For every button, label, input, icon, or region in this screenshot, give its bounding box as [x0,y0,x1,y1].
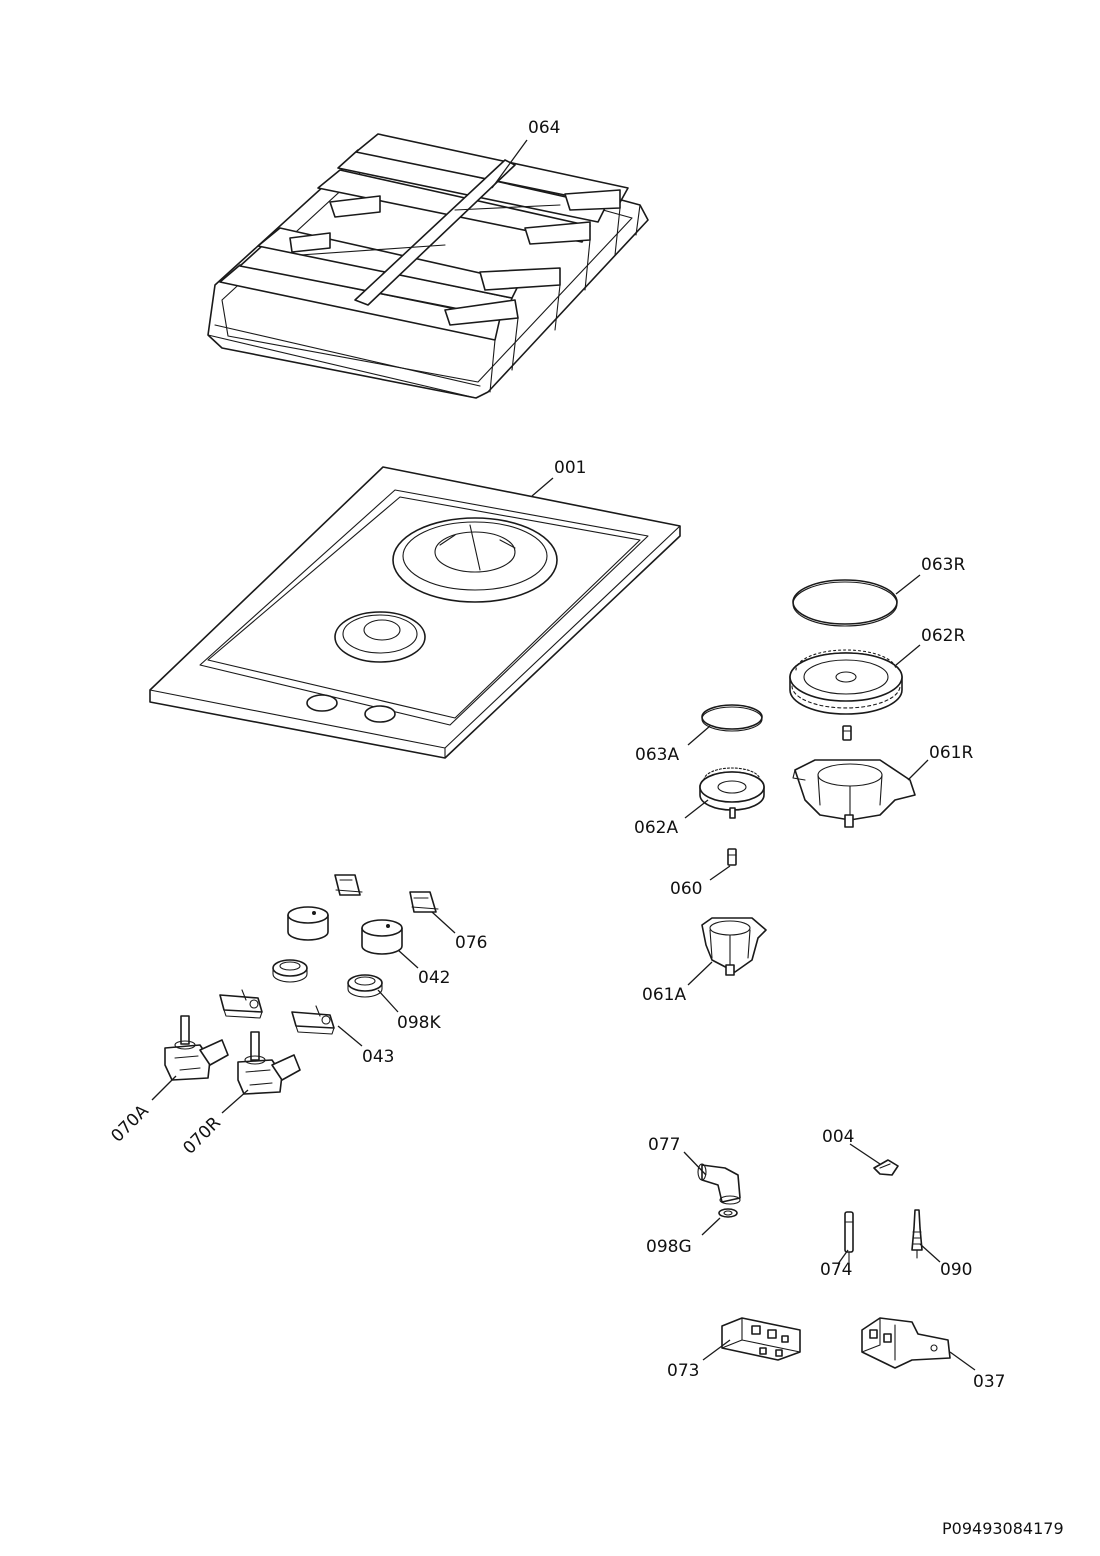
callout-037: 037 [973,1372,1005,1392]
callout-074: 074 [820,1260,852,1280]
callout-076: 076 [455,933,487,953]
callout-043: 043 [362,1047,394,1067]
microswitch-right [291,1005,335,1035]
ignition-generator [721,1317,801,1361]
callout-062A: 062A [634,818,678,838]
terminal-block [861,1317,951,1369]
callout-060: 060 [670,879,702,899]
callout-098K: 098K [397,1013,441,1033]
callout-061R: 061R [929,743,973,763]
callout-077: 077 [648,1135,680,1155]
control-knob-left [287,906,329,941]
callout-061A: 061A [642,985,686,1005]
gas-inlet-elbow [697,1163,741,1205]
burner-body-small [701,917,767,976]
knob-seal-left [272,959,308,983]
callout-042: 042 [418,968,450,988]
callout-004: 004 [822,1127,854,1147]
burner-cap-small [701,704,763,732]
gas-tap-right [237,1031,301,1095]
callout-001: 001 [554,458,586,478]
callout-063A: 063A [635,745,679,765]
thermocouple [844,1211,854,1263]
callout-070R: 070R [179,1113,225,1159]
callout-063R: 063R [921,555,965,575]
injector-large-burner [842,725,852,741]
knob-seal-right [347,974,383,998]
callout-070A: 070A [107,1101,153,1147]
hob-top-plate [149,466,681,759]
callout-098G: 098G [646,1237,692,1257]
callout-073: 073 [667,1361,699,1381]
callout-062R: 062R [921,626,965,646]
gas-tap-left [164,1015,229,1081]
callout-090: 090 [940,1260,972,1280]
burner-body-large [792,759,916,828]
microswitch-left [219,989,263,1019]
spring-clip-right [409,891,439,913]
spring-clip-left [334,874,363,896]
inlet-gasket [718,1208,738,1218]
spark-electrode [911,1209,923,1259]
burner-crown-large [789,649,903,715]
burner-crown-small [699,767,765,819]
burner-cap-large [792,579,898,627]
callout-064: 064 [528,118,560,138]
control-knob-right [361,919,403,955]
fixing-clamp [873,1159,899,1176]
document-number: P09493084179 [942,1519,1064,1538]
injector [727,848,737,866]
pan-support-grid [207,133,649,399]
